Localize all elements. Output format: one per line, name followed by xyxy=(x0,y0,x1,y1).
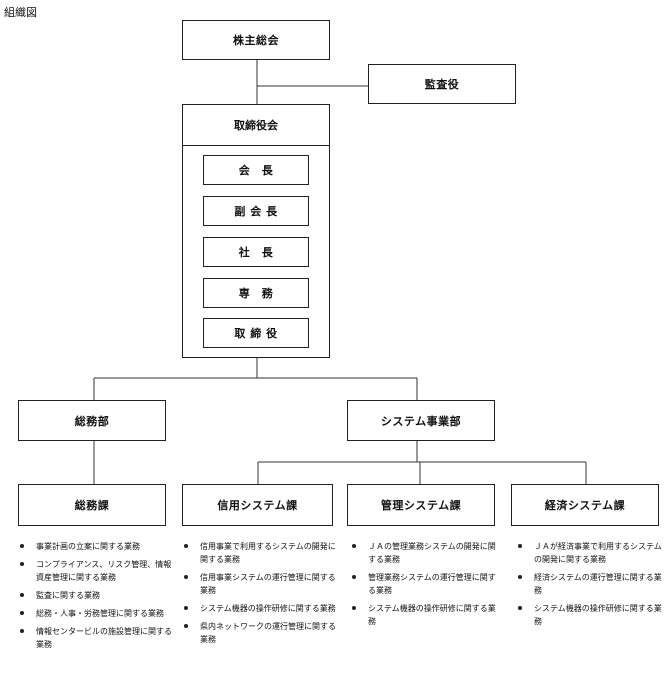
list-item: 経済システムの運行管理に関する業務 xyxy=(516,571,666,597)
list-item: ＪＡが経済事業で利用するシステムの開発に関する業務 xyxy=(516,540,666,566)
role-director: 取 締 役 xyxy=(203,318,309,348)
list-item: ＪＡの管理業務システムの開発に関する業務 xyxy=(350,540,500,566)
duties-list-general-affairs: 事業計画の立案に関する業務 コンプライアンス、リスク管理、情報資産管理に関する業… xyxy=(18,540,178,656)
auditor-box: 監査役 xyxy=(368,64,516,104)
duties-list-credit-system: 信用事業で利用するシステムの開発に関する業務 信用事業システムの運行管理に関する… xyxy=(182,540,340,651)
list-item: 信用事業システムの運行管理に関する業務 xyxy=(182,571,340,597)
role-chairman: 会 長 xyxy=(203,155,309,185)
section-box-credit-system: 信用システム課 xyxy=(182,484,333,526)
shareholders-meeting-box: 株主総会 xyxy=(182,20,330,60)
list-item: 総務・人事・労務管理に関する業務 xyxy=(18,607,178,620)
board-title: 取締役会 xyxy=(182,104,330,146)
role-senior-managing-director: 専 務 xyxy=(203,278,309,308)
list-item: 県内ネットワークの運行管理に関する業務 xyxy=(182,620,340,646)
list-item: システム機器の操作研修に関する業務 xyxy=(516,602,666,628)
list-item: 事業計画の立案に関する業務 xyxy=(18,540,178,553)
list-item: 監査に関する業務 xyxy=(18,589,178,602)
list-item: 情報センタービルの施設管理に関する業務 xyxy=(18,625,178,651)
general-affairs-department-box: 総務部 xyxy=(18,400,166,441)
board-of-directors xyxy=(182,104,330,358)
role-vice-chairman: 副 会 長 xyxy=(203,196,309,226)
system-business-department-box: システム事業部 xyxy=(347,400,495,441)
duties-list-management-system: ＪＡの管理業務システムの開発に関する業務 管理業務システムの運行管理に関する業務… xyxy=(350,540,500,633)
list-item: 管理業務システムの運行管理に関する業務 xyxy=(350,571,500,597)
list-item: コンプライアンス、リスク管理、情報資産管理に関する業務 xyxy=(18,558,178,584)
section-box-general-affairs: 総務課 xyxy=(18,484,166,526)
section-box-economic-system: 経済システム課 xyxy=(511,484,659,526)
section-box-management-system: 管理システム課 xyxy=(347,484,495,526)
duties-list-economic-system: ＪＡが経済事業で利用するシステムの開発に関する業務 経済システムの運行管理に関す… xyxy=(516,540,666,633)
list-item: 信用事業で利用するシステムの開発に関する業務 xyxy=(182,540,340,566)
list-item: システム機器の操作研修に関する業務 xyxy=(182,602,340,615)
list-item: システム機器の操作研修に関する業務 xyxy=(350,602,500,628)
page-title: 組織図 xyxy=(4,6,37,19)
role-president: 社 長 xyxy=(203,237,309,267)
